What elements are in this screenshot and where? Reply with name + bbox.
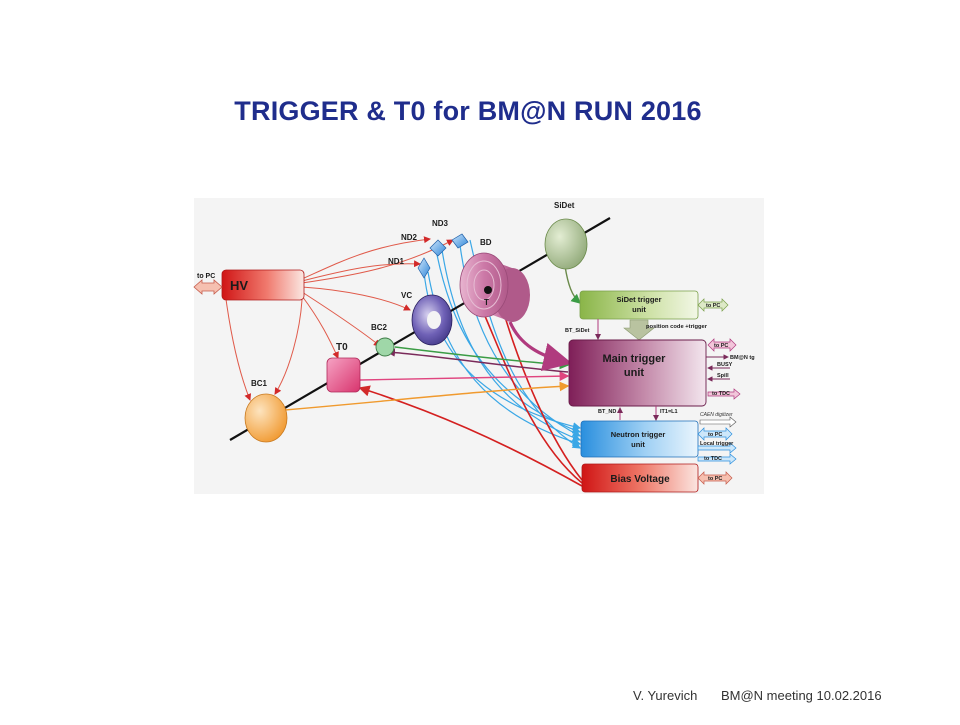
nd2-detector — [429, 239, 447, 257]
bias-to-pc-arrow — [697, 471, 733, 485]
slide-title: TRIGGER & T0 for BM@N RUN 2016 — [234, 96, 702, 126]
nd1-label: ND1 — [388, 257, 405, 266]
caen-label: CAEN digitizer — [700, 412, 733, 418]
sidet-to-pc-label: to PC — [706, 303, 720, 309]
caen-arrow — [699, 416, 737, 428]
bc1-detector — [244, 393, 288, 443]
nd3-detector — [451, 233, 469, 249]
hv-cables — [224, 236, 454, 401]
footer-author: V. Yurevich — [633, 688, 698, 703]
local-trigger-arrow — [697, 442, 737, 454]
main-to-pc-arrow — [707, 338, 737, 352]
main-to-tdc-arrow — [707, 388, 741, 400]
main-to-tdc-label: to TDC — [712, 391, 730, 397]
bc2-detector — [375, 337, 395, 357]
target-label: T — [484, 298, 489, 307]
hv-label: HV — [230, 278, 248, 293]
main-to-pc-label: to PC — [714, 343, 728, 349]
neutron-unit-line2: unit — [631, 440, 645, 449]
position-code-label: position code +trigger — [646, 324, 708, 330]
nt-to-tdc-arrow — [697, 453, 737, 465]
t0-label: T0 — [336, 342, 348, 353]
spill-label: Spill — [717, 373, 729, 379]
bias-voltage-label: Bias Voltage — [610, 474, 670, 485]
vc-label: VC — [401, 291, 412, 300]
bias-cables — [358, 298, 583, 487]
local-trigger-label: Local trigger — [700, 441, 734, 447]
bt-sidet-label: BT_SiDet — [565, 328, 590, 334]
nd1-detector — [417, 257, 431, 279]
main-unit-line2: unit — [624, 367, 644, 379]
main-trigger-unit — [568, 339, 707, 407]
bd-detector — [459, 252, 530, 322]
nd3-label: ND3 — [432, 219, 449, 228]
neutron-unit-line1: Neutron trigger — [611, 430, 666, 439]
sidet-detector — [544, 218, 588, 270]
footer-meeting: BM@N meeting 10.02.2016 — [720, 688, 882, 703]
hv-to-pc-label: to PC — [197, 273, 215, 280]
sidet-unit-line1: SiDet trigger — [616, 295, 661, 304]
bd-to-main-arrow — [508, 321, 573, 371]
bias-to-pc-label: to PC — [708, 476, 722, 482]
t0-detector — [326, 357, 361, 393]
sidet-cable — [564, 265, 582, 304]
it1-label: IT1=L1 — [660, 409, 678, 415]
nt-to-pc-label: to PC — [708, 432, 722, 438]
hv-box — [221, 269, 305, 301]
bmn-tg-label: BM@N tg — [730, 355, 755, 361]
slide-footer: V. Yurevich BM@N meeting 10.02.2016 — [633, 688, 882, 703]
nt-to-pc-arrow — [697, 427, 733, 441]
target — [484, 286, 492, 294]
main-unit-line1: Main trigger — [603, 353, 667, 365]
bc2-label: BC2 — [371, 323, 388, 332]
nd2-label: ND2 — [401, 233, 418, 242]
neutron-trigger-unit — [580, 420, 699, 458]
sidet-label: SiDet — [554, 201, 575, 210]
bt-nd-label: BT_ND — [598, 409, 616, 415]
bc1-label: BC1 — [251, 379, 268, 388]
nt-to-tdc-label: to TDC — [704, 456, 722, 462]
sidet-unit-line2: unit — [632, 305, 646, 314]
sidet-to-main-arrow — [623, 319, 655, 341]
busy-label: BUSY — [717, 362, 733, 368]
vc-hole — [427, 311, 441, 329]
sidet-to-pc-arrow — [697, 298, 729, 312]
hv-to-pc-arrow — [193, 279, 223, 295]
bd-label: BD — [480, 238, 492, 247]
